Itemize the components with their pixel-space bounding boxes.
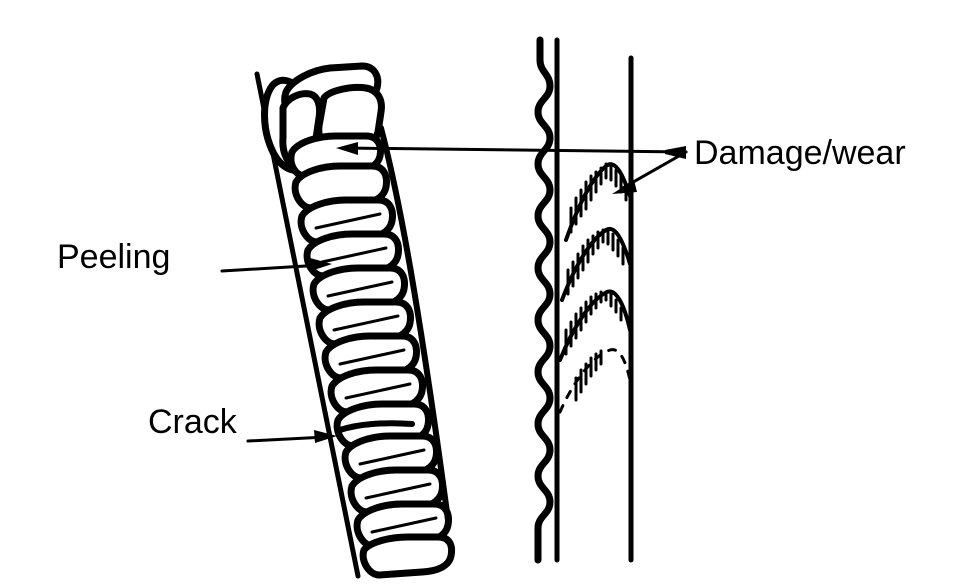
wear-band-hatch [569,162,628,234]
tapped-hole-wear-zone [558,162,632,414]
arrowhead-peeling [310,258,332,271]
arrowhead-damage-hole [612,180,637,194]
bolt-assembly [254,62,456,579]
crack-split-line [337,420,415,433]
bolt-thread-turn [359,533,456,579]
arrowhead-crack [314,430,337,443]
leader-damage-to-bolt [342,146,688,154]
tapped-hole-thread-profile [534,36,554,564]
callout-leaders [220,142,688,443]
label-damage-wear: Damage/wear [694,134,906,172]
arrowhead-damage-bolt [336,142,358,155]
wear-band-hatch [566,228,625,296]
tapped-hole-assembly [534,36,634,564]
leader-peeling [220,263,324,273]
label-crack: Crack [148,403,238,441]
bolt-thread-crest-lines [314,212,438,534]
label-peeling: Peeling [57,238,170,276]
wear-band-arc-faint [558,348,632,414]
leader-crack [246,435,328,443]
bolt-right-edge [378,125,451,523]
wear-band-hatch [574,349,603,402]
leader-convergence-wedge [665,146,686,159]
wear-band-hatch [564,290,623,356]
